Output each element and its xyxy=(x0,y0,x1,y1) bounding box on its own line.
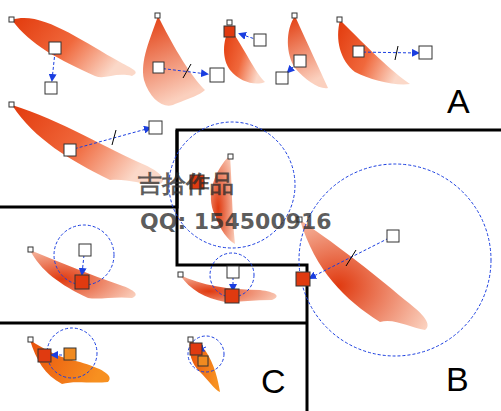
panel-borders xyxy=(0,130,501,411)
leaves xyxy=(12,16,428,392)
corner-nodes xyxy=(9,13,342,342)
midpoint-sliders xyxy=(112,46,398,266)
gradient-vectors xyxy=(52,34,418,355)
panel-letter: B xyxy=(446,362,469,396)
gradient-circles xyxy=(47,122,491,378)
panel-letter: A xyxy=(447,84,470,118)
watermark: QQ: 154500916 xyxy=(140,211,332,233)
handle-squares xyxy=(38,26,432,366)
panel-letter: C xyxy=(261,364,286,398)
watermark: 吉拾作品 xyxy=(138,172,234,196)
